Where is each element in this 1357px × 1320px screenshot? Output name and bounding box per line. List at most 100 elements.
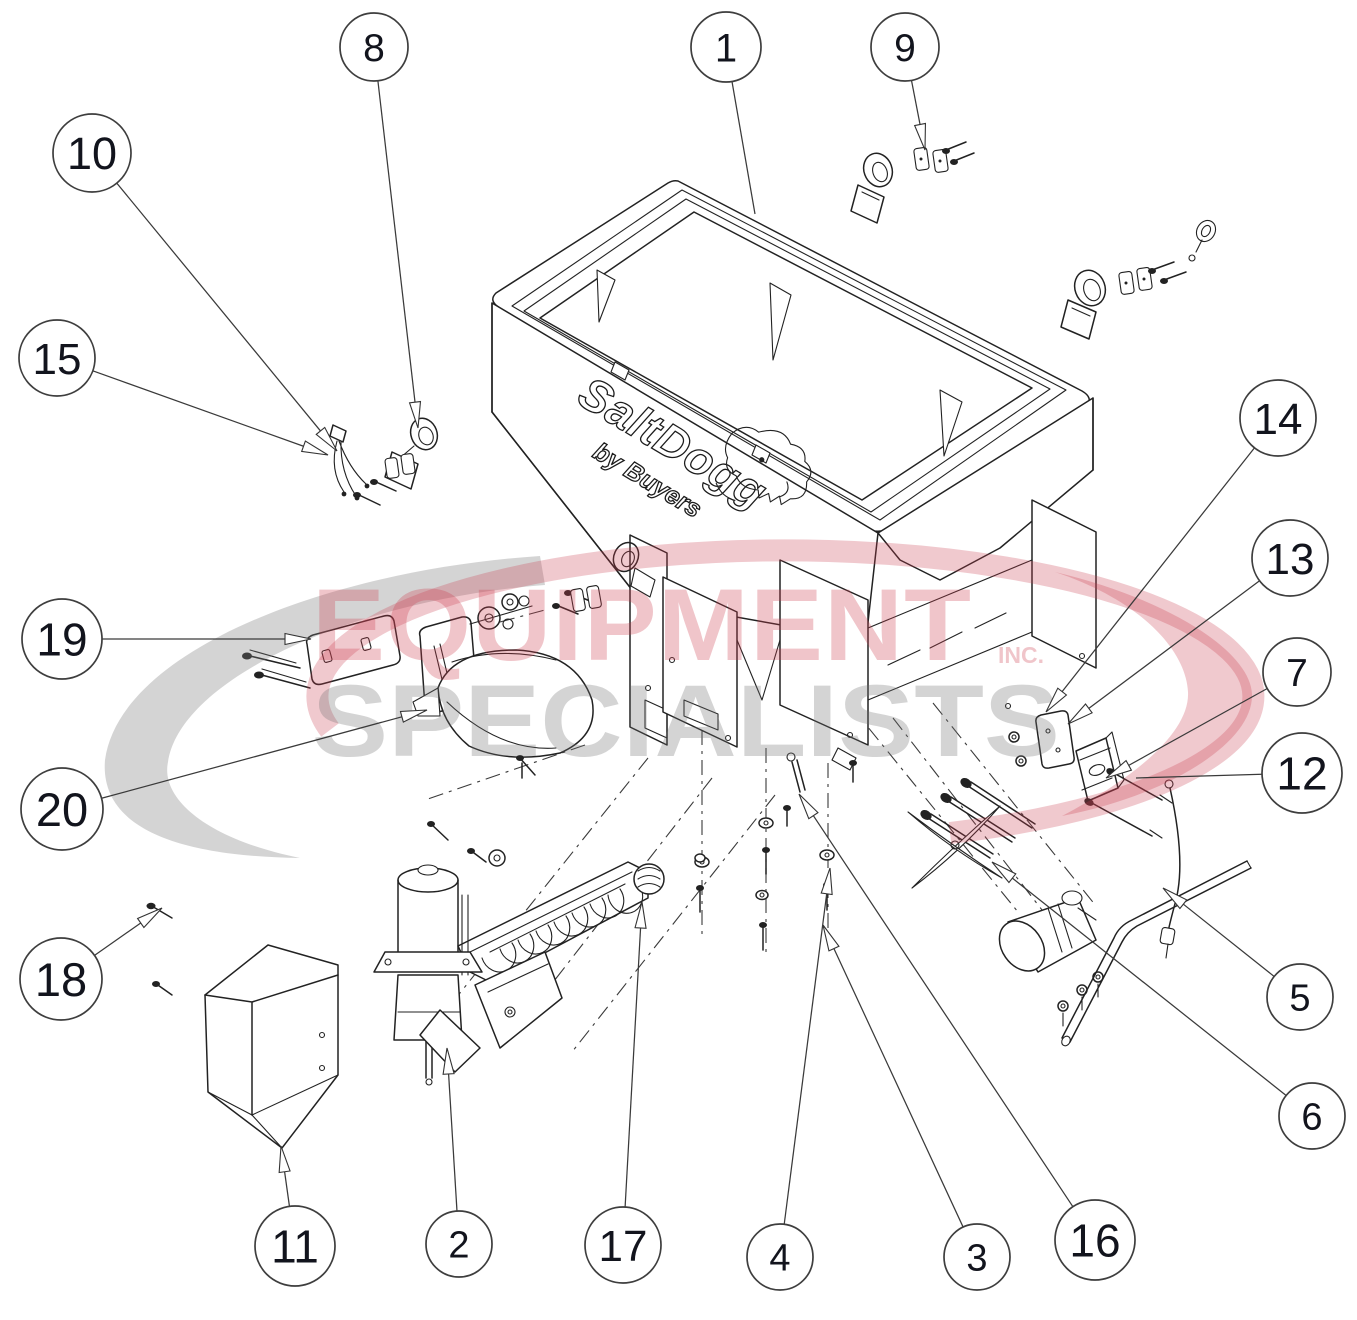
watermark-red-ring [306,539,1265,844]
spinner-bracket [1075,731,1125,802]
callout-17: 17 [584,901,662,1284]
callout-circle-19 [21,598,103,680]
callout-6: 6 [991,861,1346,1150]
leader-arrow-10 [315,426,338,452]
tiedown-hook-kit-right [1060,219,1217,340]
leader-line-2 [447,1073,458,1212]
bearing-plate [1004,702,1075,769]
callout-circle-7 [1262,637,1332,707]
callout-5: 5 [1162,887,1334,1031]
callout-number-16: 16 [1069,1215,1120,1267]
callout-16: 16 [798,793,1136,1281]
chute-assembly [412,585,602,758]
leader-arrow-11 [278,1145,291,1174]
callout-number-1: 1 [715,26,737,70]
watermark-word-inc: INC. [998,642,1044,668]
rod-and-bolts-12 [1084,768,1181,959]
leader-arrow-4 [820,867,833,896]
callout-2: 2 [425,1047,493,1278]
callout-circle-8 [339,12,409,82]
callout-circle-13 [1251,519,1329,597]
callout-13: 13 [1067,519,1329,725]
leader-arrow-6 [991,861,1017,884]
leader-arrow-7 [1105,759,1133,779]
callout-number-8: 8 [363,27,385,70]
leader-arrow-15 [300,440,329,456]
callout-number-15: 15 [33,335,82,384]
callout-circle-5 [1266,963,1334,1031]
spinner-motor [998,890,1104,1027]
callout-circle-11 [254,1205,336,1287]
leader-arrow-3 [822,924,840,952]
watermark: EQUIPMENT SPECIALISTS INC. [104,539,1265,858]
callout-number-5: 5 [1289,978,1310,1020]
callout-circle-12 [1261,732,1343,814]
installed-hook [612,541,656,598]
leader-line-17 [624,927,642,1208]
leader-line-11 [283,1171,291,1207]
callout-circle-20 [20,767,104,851]
callout-number-19: 19 [36,614,87,666]
leader-line-3 [833,948,964,1228]
callout-number-3: 3 [966,1238,987,1280]
callout-circle-17 [584,1206,662,1284]
watermark-gray-swoosh [104,556,545,858]
leader-arrow-8 [408,400,422,429]
callout-number-17: 17 [599,1222,648,1271]
callout-circle-9 [870,12,940,82]
callout-number-11: 11 [271,1221,319,1273]
callout-number-12: 12 [1276,748,1327,800]
leader-line-18 [94,922,142,956]
leader-line-7 [1128,687,1268,766]
plug-17 [633,863,665,895]
wire-harness [329,424,370,501]
callout-11: 11 [254,1145,336,1287]
callout-circle-3 [943,1223,1011,1291]
callout-number-2: 2 [448,1225,469,1267]
leader-line-12 [1135,773,1263,779]
callout-7: 7 [1105,637,1332,779]
callout-number-9: 9 [894,27,916,70]
mount-plate-19 [242,614,401,689]
leader-arrow-13 [1067,703,1093,725]
callout-circle-18 [19,937,103,1021]
leader-arrow-2 [442,1047,455,1075]
leader-line-1 [731,81,756,215]
leader-arrow-16 [798,793,819,820]
leader-line-8 [377,80,416,403]
callout-12: 12 [1135,732,1343,814]
left-hook-kit [353,417,439,506]
callout-15: 15 [18,319,329,456]
callout-circle-2 [425,1210,493,1278]
leader-line-20 [101,716,403,799]
callout-4: 4 [746,867,833,1291]
leader-line-16 [812,815,1074,1208]
callout-18: 18 [19,907,163,1021]
leader-line-9 [910,80,921,125]
callout-number-13: 13 [1266,535,1315,584]
callout-number-14: 14 [1254,395,1303,444]
callout-3: 3 [822,924,1011,1291]
callout-number-10: 10 [67,128,117,179]
callout-9: 9 [870,12,940,151]
watermark-red-crescent [1055,572,1253,816]
leader-line-5 [1182,903,1275,977]
callout-circle-10 [52,113,132,193]
callout-10: 10 [52,113,338,452]
leader-line-6 [1011,877,1287,1096]
leader-arrow-19 [284,632,312,646]
watermark-word-specialists: SPECIALISTS [312,664,1060,778]
callout-number-6: 6 [1301,1097,1322,1139]
tiedown-hook-kit-upper [850,141,975,224]
leader-arrow-18 [136,907,163,929]
leader-arrow-9 [913,122,927,151]
spinner-shaft-and-bolts [831,747,1036,889]
callout-circle-15 [18,319,96,397]
leader-line-10 [116,182,321,432]
leader-line-14 [1061,447,1255,692]
callout-number-18: 18 [35,953,87,1006]
callout-14: 14 [1045,379,1317,713]
callout-1: 1 [690,11,762,215]
